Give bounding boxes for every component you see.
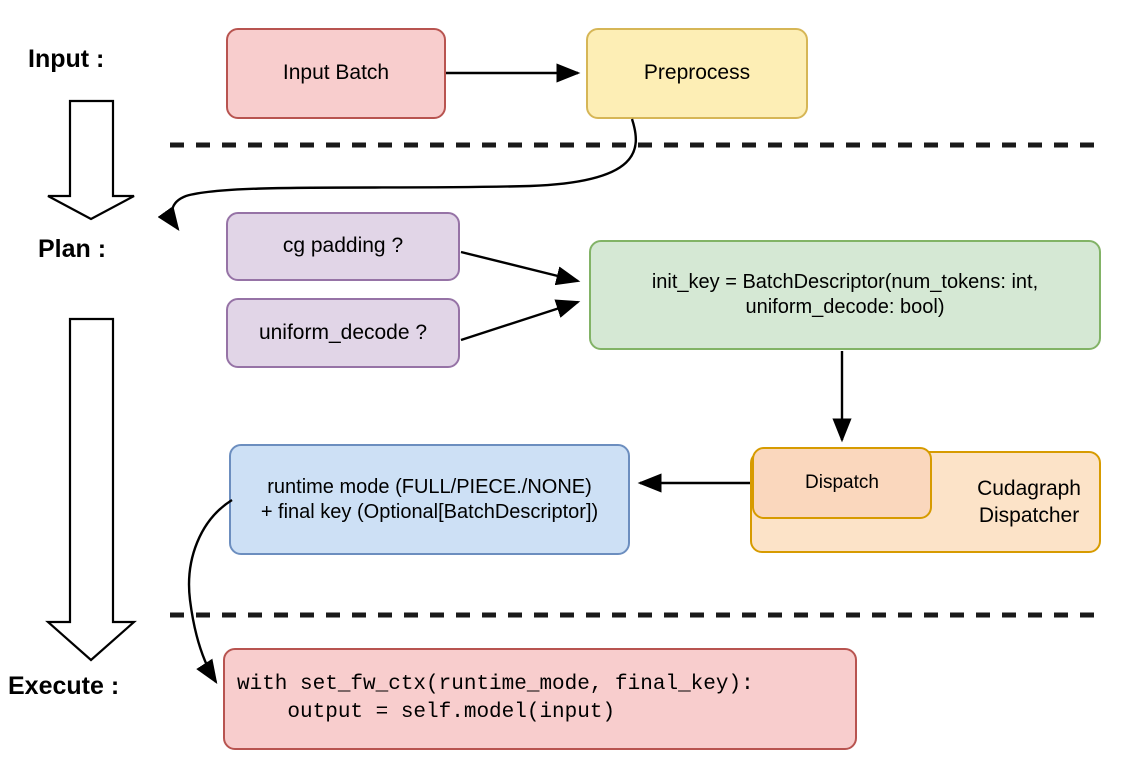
node-execute-code[interactable]: with set_fw_ctx(runtime_mode, final_key)… <box>223 648 857 750</box>
stage-label-input: Input : <box>28 45 105 73</box>
stage-label-execute: Execute : <box>8 672 120 700</box>
node-input-batch[interactable]: Input Batch <box>226 28 446 119</box>
node-init-key-line1: init_key = BatchDescriptor(num_tokens: i… <box>651 271 1039 293</box>
node-uniform-decode[interactable]: uniform_decode ? <box>226 298 460 368</box>
node-execute-code-line2: output = self.model(input) <box>237 701 616 724</box>
node-runtime-mode-line1: runtime mode (FULL/PIECE./NONE) <box>267 475 592 498</box>
node-runtime-mode[interactable]: runtime mode (FULL/PIECE./NONE) + final … <box>229 444 630 555</box>
plan-to-execute-stage-arrow <box>45 317 137 662</box>
input-to-plan-stage-arrow <box>47 99 135 221</box>
node-cg-padding[interactable]: cg padding ? <box>226 212 460 281</box>
node-runtime-mode-line2: + final key (Optional[BatchDescriptor]) <box>260 500 599 523</box>
node-execute-code-line1: with set_fw_ctx(runtime_mode, final_key)… <box>237 672 754 696</box>
node-dispatch[interactable]: Dispatch <box>752 447 932 519</box>
node-init-key-line2: uniform_decode: bool) <box>745 296 945 318</box>
edge-uniform-decode-to-init-key <box>460 299 581 342</box>
node-init-key[interactable]: init_key = BatchDescriptor(num_tokens: i… <box>589 240 1101 350</box>
node-preprocess[interactable]: Preprocess <box>586 28 808 119</box>
edge-cg-padding-to-init-key <box>460 250 581 286</box>
stage-label-plan: Plan : <box>38 235 107 263</box>
